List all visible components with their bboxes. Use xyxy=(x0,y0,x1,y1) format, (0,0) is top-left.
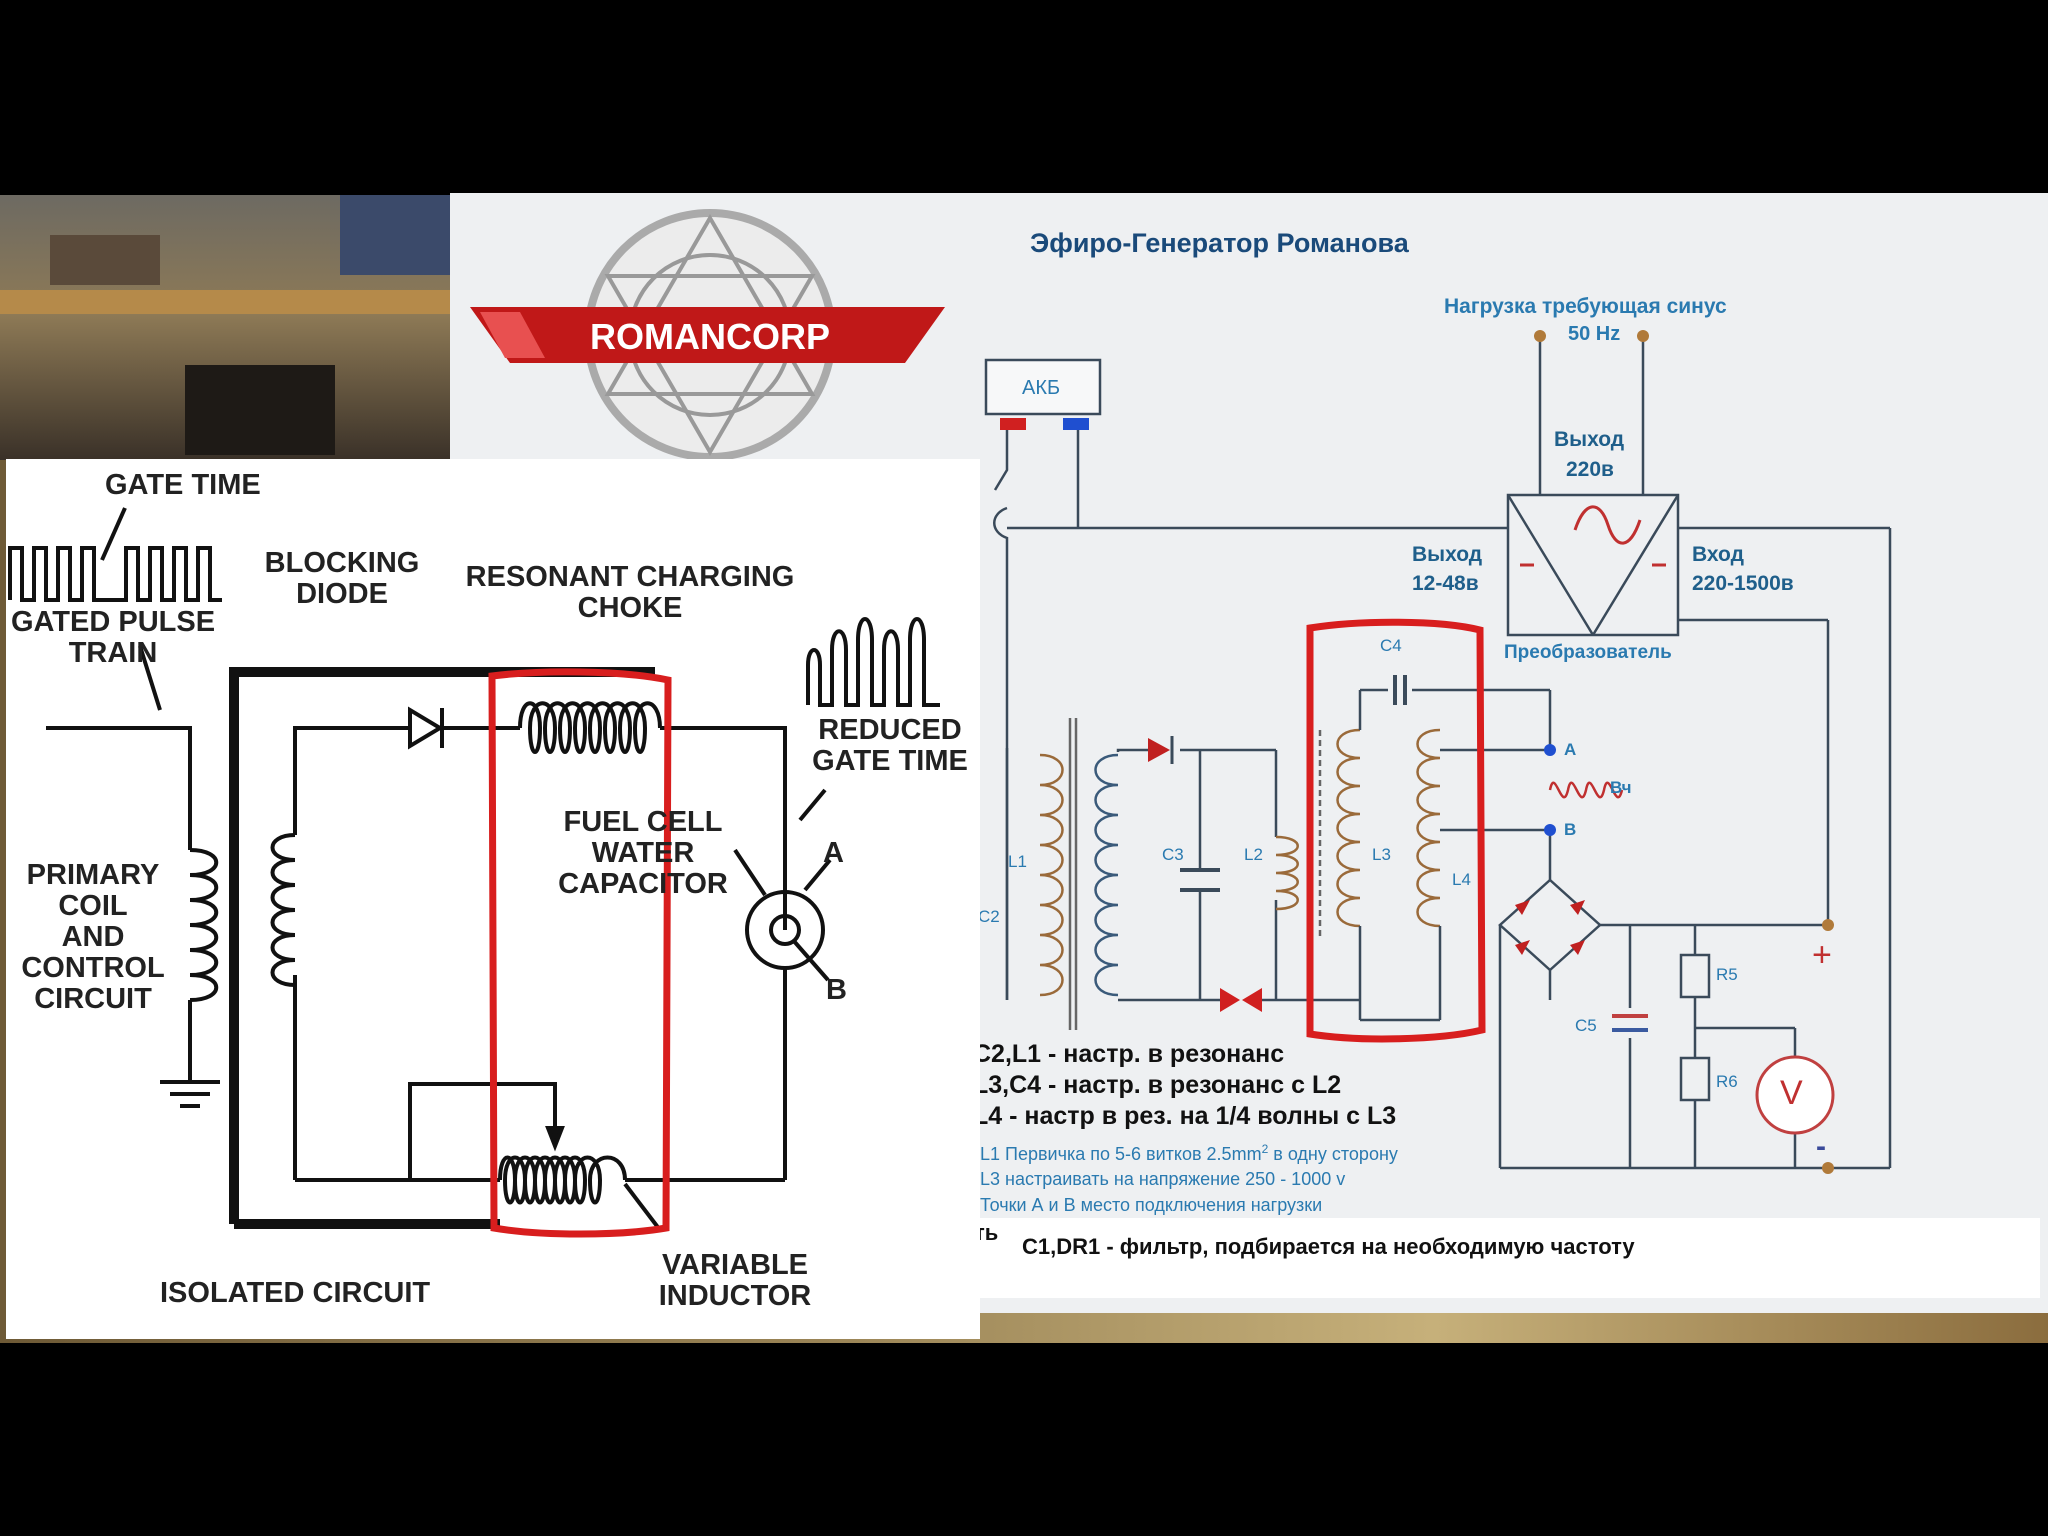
note-1: C2,L1 - настр. в резонанс xyxy=(973,1040,1285,1068)
voltmeter xyxy=(1755,1055,1835,1135)
secondary-coil xyxy=(1094,753,1119,997)
small-note-1: L1 Первичка по 5-6 витков 2.5mm2 в одну … xyxy=(980,1142,1398,1164)
c5-label: C5 xyxy=(1575,1016,1597,1035)
hf-label: Вч xyxy=(1610,778,1632,797)
out220-label-2: 220в xyxy=(1566,458,1614,481)
l3-label: L3 xyxy=(1372,845,1391,864)
spark-gap-left xyxy=(1220,988,1240,1012)
small-note-2: L3 настраивать на напряжение 250 - 1000 … xyxy=(980,1169,1346,1189)
point-b xyxy=(1544,824,1556,836)
l2-label: L2 xyxy=(1244,845,1263,864)
converter-box xyxy=(1506,493,1680,637)
hf-wave-icon xyxy=(1548,781,1624,799)
small-note-3: Точки А и В место подключения нагрузки xyxy=(980,1195,1323,1215)
caption-box xyxy=(968,1218,2040,1298)
spark-gap-right xyxy=(1242,988,1262,1012)
load-freq: 50 Hz xyxy=(1568,323,1621,345)
pulse-train xyxy=(8,546,222,602)
minus-sign: - xyxy=(1816,1130,1826,1163)
highlight-left xyxy=(488,668,672,1238)
diagram-title: Эфиро-Генератор Романова xyxy=(1030,228,1409,258)
note-3: L4 - настр в рез. на 1/4 волны с L3 xyxy=(973,1102,1397,1130)
a-label: A xyxy=(1564,740,1577,759)
b-label: B xyxy=(1564,820,1577,839)
shelf-board xyxy=(0,290,450,314)
rolls xyxy=(50,235,160,285)
fuse xyxy=(993,506,1009,1000)
c4-label: C4 xyxy=(1380,636,1402,655)
in-label-1: Вход xyxy=(1692,543,1744,566)
l4-label: L4 xyxy=(1452,870,1471,889)
akb-minus-terminal xyxy=(1063,418,1089,430)
shelf-photo xyxy=(0,195,450,460)
resonant-choke-coil xyxy=(518,701,662,754)
out12-label-1: Выход xyxy=(1412,543,1483,566)
books xyxy=(340,195,450,275)
note-2: L3,C4 - настр. в резонанс с L2 xyxy=(973,1071,1342,1099)
point-a xyxy=(1544,744,1556,756)
coils xyxy=(185,365,335,455)
out12-label-2: 12-48в xyxy=(1412,572,1479,595)
in-label-2: 220-1500в xyxy=(1692,572,1794,595)
gate-time-label: GATE TIME xyxy=(105,469,261,501)
sine-icon xyxy=(1573,505,1642,545)
c2-label: C2 xyxy=(978,907,1000,926)
variable-inductor-coil xyxy=(498,1155,627,1205)
highlight-right xyxy=(1306,618,1486,1043)
isolated-circuit-label: ISOLATED CIRCUIT xyxy=(160,1277,431,1309)
terminal-b-label: B xyxy=(826,974,847,1006)
akb-label: АКБ xyxy=(1022,377,1061,399)
terminal-a-label: A xyxy=(823,837,844,869)
diode-icon xyxy=(1148,738,1170,762)
caption: C1,DR1 - фильтр, подбирается на необходи… xyxy=(1022,1234,1635,1259)
voltmeter-label: V xyxy=(1780,1074,1803,1112)
converter-label: Преобразователь xyxy=(1504,642,1672,663)
akb-box xyxy=(984,358,1102,416)
out220-label-1: Выход xyxy=(1554,428,1625,451)
r5-label: R5 xyxy=(1716,965,1738,984)
l1-coil xyxy=(1039,753,1064,997)
load-label: Нагрузка требующая синус xyxy=(1444,295,1727,318)
l2-coil xyxy=(1275,835,1299,911)
reduced-gate-waveform xyxy=(806,617,940,707)
switch xyxy=(993,428,1009,491)
r6-label: R6 xyxy=(1716,1072,1738,1091)
akb-plus-terminal xyxy=(1000,418,1026,430)
l1-label: L1 xyxy=(1008,852,1027,871)
plus-sign: + xyxy=(1812,936,1832,974)
c3-label: C3 xyxy=(1162,845,1184,864)
l4-coil xyxy=(1416,728,1441,928)
brand-name: ROMANCORP xyxy=(590,316,830,357)
l3-coil xyxy=(1336,728,1361,928)
